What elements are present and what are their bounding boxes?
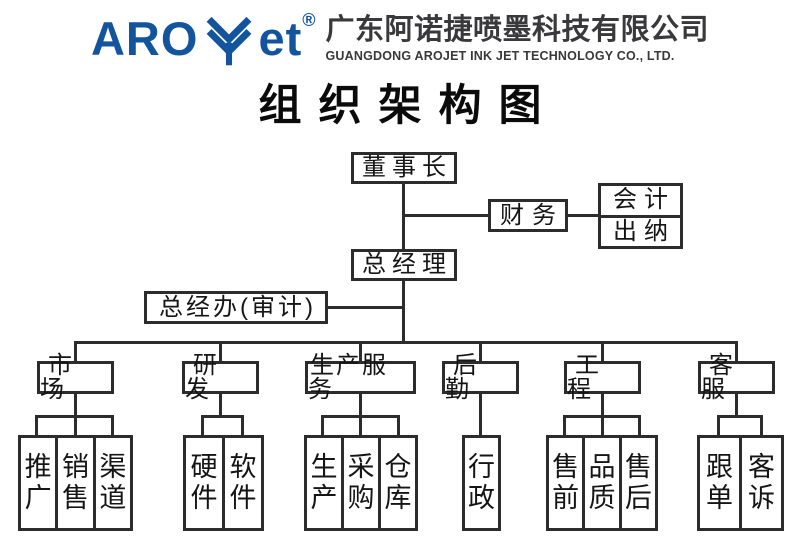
group-engineering-children: 售前 品质 售后 [546, 435, 658, 531]
substub-rd-left [201, 415, 204, 435]
drop-rd [219, 392, 222, 418]
node-dept-engineering: 工程 [564, 353, 641, 401]
bar-service [717, 415, 763, 418]
arojet-logo: ARO et ® [90, 10, 316, 66]
group-production-children: 生产 采购 仓库 [304, 435, 418, 531]
connector-finance-accounting [566, 214, 600, 217]
connector-trunk-finance [404, 214, 489, 217]
logo-text-et: et [258, 12, 303, 65]
substub-production-right [397, 415, 400, 435]
stub-production [359, 341, 362, 361]
node-dept-service: 客服 [698, 353, 775, 401]
bar-engineering [563, 415, 641, 418]
substub-rd-right [241, 415, 244, 435]
company-header: ARO et ® 广东阿诺捷喷墨科技有限公司 GUANGDONG AROJET … [0, 10, 800, 66]
node-software: 软件 [222, 438, 261, 528]
group-marketing-children: 推广 销售 渠道 [18, 435, 133, 531]
substub-engineering-left [563, 415, 566, 435]
group-rd-children: 硬件 软件 [183, 435, 264, 531]
node-cashier: 出纳 [613, 217, 675, 245]
node-administration: 行政 [468, 452, 495, 513]
bar-rd [201, 415, 244, 418]
node-dept-rd: 研发 [182, 353, 259, 401]
logo-text-aro: ARO [90, 12, 199, 65]
connector-gm-trunk [402, 279, 405, 344]
stub-engineering [601, 341, 604, 361]
node-purchasing: 采购 [341, 438, 378, 528]
node-dept-marketing: 市场 [37, 353, 114, 401]
drop-engineering [601, 392, 604, 435]
group-service-children: 跟单 客诉 [697, 435, 784, 531]
registered-trademark-icon: ® [302, 10, 316, 30]
node-finance-children: 会计 出纳 [598, 183, 683, 249]
stub-marketing [74, 341, 77, 361]
substub-marketing-left [35, 415, 38, 435]
node-general-manager: 总经理 [351, 249, 457, 281]
node-dept-production-service: 生产服务 [305, 353, 416, 401]
node-manufacturing: 生产 [310, 452, 338, 513]
stub-logistics [479, 341, 482, 361]
bar-marketing [35, 415, 114, 418]
bar-production [321, 415, 400, 418]
connector-distribution [74, 341, 738, 344]
group-logistics-children: 行政 [462, 435, 501, 531]
company-name-block: 广东阿诺捷喷墨科技有限公司 GUANGDONG AROJET INK JET T… [326, 13, 710, 64]
drop-marketing [74, 392, 77, 435]
node-warehouse: 仓库 [378, 438, 415, 528]
connector-gmoffice-trunk [326, 306, 404, 309]
company-name-chinese: 广东阿诺捷喷墨科技有限公司 [325, 14, 710, 46]
drop-logistics [479, 392, 482, 435]
node-channel: 渠道 [92, 438, 130, 528]
stub-rd [219, 341, 222, 361]
node-promotion: 推广 [24, 452, 52, 513]
substub-marketing-right [111, 415, 114, 435]
node-complaints: 客诉 [739, 438, 781, 528]
company-name-english: GUANGDONG AROJET INK JET TECHNOLOGY CO.,… [325, 49, 675, 63]
substub-service-right [760, 415, 763, 435]
node-finance: 财务 [488, 199, 568, 232]
drop-production [359, 392, 362, 435]
node-chairman: 董事长 [351, 152, 457, 184]
node-quality: 品质 [582, 438, 618, 528]
node-order-follow: 跟单 [706, 452, 733, 513]
node-accounting: 会计 [601, 186, 680, 218]
node-gm-office-audit: 总经办(审计) [144, 291, 328, 324]
node-dept-logistics: 后勤 [442, 353, 519, 401]
arojet-nozzle-icon [207, 16, 252, 66]
node-sales: 销售 [55, 438, 92, 528]
substub-production-left [321, 415, 324, 435]
drop-service [735, 392, 738, 418]
connector-chairman-gm [402, 183, 405, 251]
stub-service [735, 341, 738, 361]
page-title: 组织架构图 [258, 82, 559, 130]
node-hardware: 硬件 [190, 452, 218, 513]
substub-service-left [717, 415, 720, 435]
substub-engineering-right [638, 415, 641, 435]
node-aftersales: 售后 [618, 438, 655, 528]
node-presales: 售前 [552, 452, 580, 513]
